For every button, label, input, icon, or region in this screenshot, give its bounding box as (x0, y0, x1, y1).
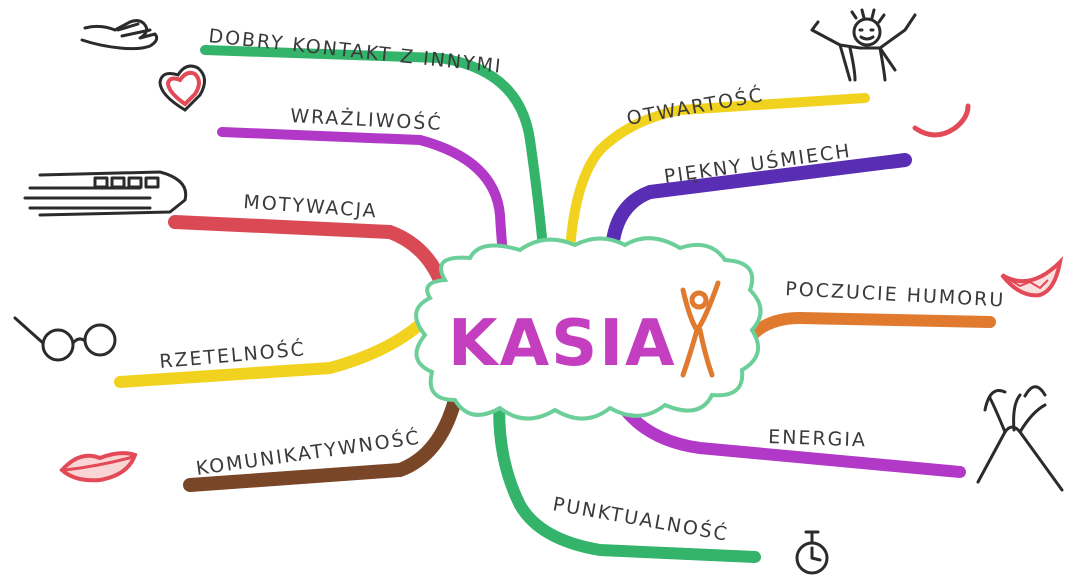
branch-label-energia: ENERGIA (768, 426, 867, 451)
branch-label-poczucie-humoru: POCZUCIE HUMORU (785, 278, 1006, 311)
branch-label-wrazliwosc: WRAŻLIWOŚĆ (290, 103, 444, 135)
train-icon (23, 170, 188, 217)
branch-line-punktualnosc (493, 384, 761, 563)
branch-label-dobry-kontakt: DOBRY KONTAKT Z INNYMI (207, 25, 503, 78)
cheering-person-icon (810, 8, 917, 82)
branch-line-motywacja (168, 215, 455, 297)
branch-lines (114, 45, 996, 563)
branch-label-punktualnosc: PUNKTUALNOŚĆ (551, 491, 731, 546)
waving-hand-icon (80, 19, 159, 51)
lips-icon (59, 451, 138, 483)
glasses-icon (13, 316, 117, 362)
center-title: KASIA (448, 307, 677, 381)
branch-line-poczucie-humoru (742, 311, 996, 346)
central-node: KASIA (414, 236, 763, 421)
volcano-icon (976, 385, 1064, 492)
branch-line-komunikatywnosc (183, 393, 462, 492)
smile-icon (912, 103, 971, 138)
branch-line-rzetelnosc (114, 314, 431, 388)
stopwatch-icon (795, 530, 829, 575)
branch-label-motywacja: MOTYWACJA (243, 191, 379, 222)
branch-label-otwartosc: OTWARTOŚĆ (625, 82, 766, 130)
laughing-mouth-icon (1000, 256, 1064, 298)
center-cloud (414, 236, 763, 421)
person-figure-icon (680, 280, 721, 378)
branch-line-dobry-kontakt (200, 45, 550, 275)
heart-icon (158, 64, 206, 112)
branch-line-otwartosc (565, 93, 870, 255)
